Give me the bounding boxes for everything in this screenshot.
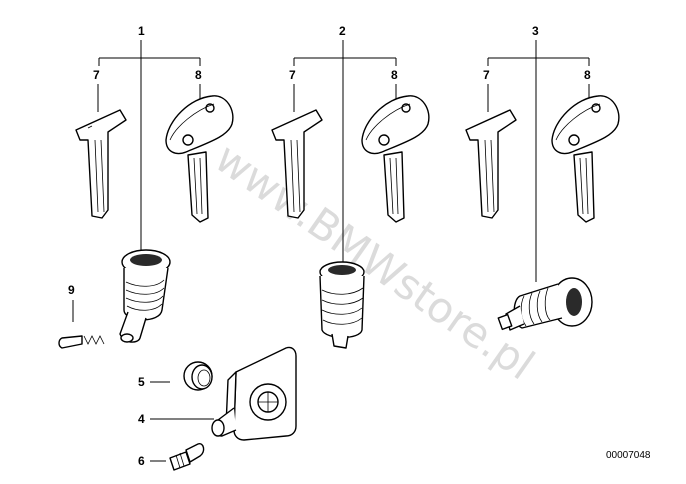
callout-7: 7 <box>93 68 100 82</box>
callout-2: 2 <box>339 24 346 38</box>
plain-key <box>465 109 517 219</box>
bmw-emblem-icon <box>182 134 194 146</box>
leader-2 <box>293 40 397 262</box>
group-2: 2 7 8 <box>271 24 430 349</box>
head-key <box>361 95 430 223</box>
spring-pin <box>58 335 105 349</box>
grommet <box>183 361 213 391</box>
callout-9: 9 <box>68 283 75 297</box>
callout-3: 3 <box>532 24 539 38</box>
group-1: 1 7 8 9 <box>58 24 234 349</box>
callout-5: 5 <box>138 375 145 389</box>
callout-7c: 7 <box>483 68 490 82</box>
plain-key <box>75 109 127 219</box>
lower-assembly: 5 4 6 <box>138 346 297 471</box>
plain-key <box>271 109 323 219</box>
lock-cylinder-2 <box>319 261 365 349</box>
lock-housing <box>211 346 297 441</box>
head-key <box>551 95 620 223</box>
head-key <box>165 95 234 223</box>
callout-1: 1 <box>138 24 145 38</box>
callout-4: 4 <box>138 412 145 426</box>
callout-8b: 8 <box>391 68 398 82</box>
callout-8c: 8 <box>584 68 591 82</box>
bmw-emblem-icon <box>568 134 580 146</box>
bmw-emblem-icon <box>378 134 390 146</box>
lock-cylinder-3 <box>497 277 593 331</box>
callout-8: 8 <box>195 68 202 82</box>
lock-cylinder-1 <box>119 249 171 343</box>
leader-3 <box>487 40 590 282</box>
bulb <box>169 443 205 471</box>
leader-1 <box>98 40 201 250</box>
callout-6: 6 <box>138 454 145 468</box>
callout-7b: 7 <box>289 68 296 82</box>
diagram-code: 00007048 <box>606 450 651 461</box>
group-3: 3 7 8 <box>465 24 620 331</box>
